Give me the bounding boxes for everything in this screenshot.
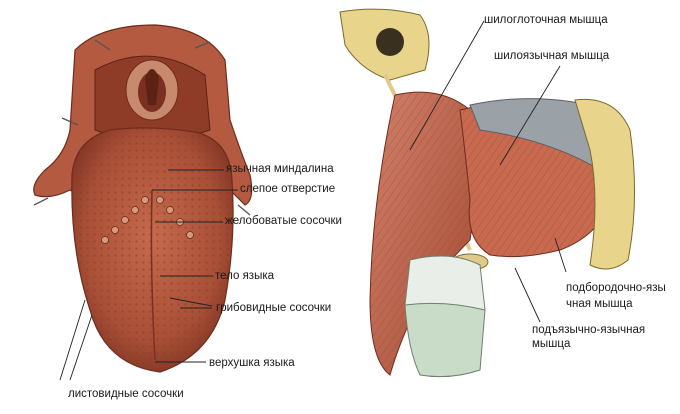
- dissection-pins: [33, 39, 251, 216]
- label-lingual-tonsil: язычная миндалина: [226, 163, 334, 175]
- label-tongue-apex: верхушка языка: [209, 357, 295, 369]
- muscles-illustration: [339, 8, 636, 378]
- label-vallate-papillae: желобоватые сосочки: [225, 215, 342, 227]
- label-genioglossus-line2: чная мышца: [566, 298, 633, 310]
- vallate-papillae-row: [101, 196, 194, 244]
- label-hyoglossus-line2: мышца: [532, 338, 571, 350]
- label-styloglossus: шилоязычная мышца: [494, 50, 610, 62]
- label-genioglossus-line1: подбородочно-язы: [566, 282, 666, 294]
- label-foramen-caecum: слепое отверстие: [240, 183, 336, 195]
- papillae-texture: [71, 127, 234, 373]
- label-fungiform-papillae: грибовидные сосочки: [216, 302, 332, 314]
- laryngeal-opening: [145, 69, 159, 105]
- median-sulcus: [150, 189, 156, 361]
- leader-lines: [59, 20, 567, 381]
- laryngeal-cartilage: [404, 302, 486, 378]
- label-foliate-papillae: листовидные сосочки: [68, 388, 184, 400]
- mandible: [574, 98, 636, 270]
- label-stylopharyngeus: шилоглоточная мышца: [484, 14, 608, 26]
- muscle-fibers: [370, 92, 475, 376]
- tongue-illustration: [33, 24, 253, 373]
- label-hyoglossus-line1: подъязычно-язычная: [532, 324, 646, 336]
- ear-canal: [376, 28, 404, 56]
- label-tongue-body: тело языка: [215, 270, 275, 282]
